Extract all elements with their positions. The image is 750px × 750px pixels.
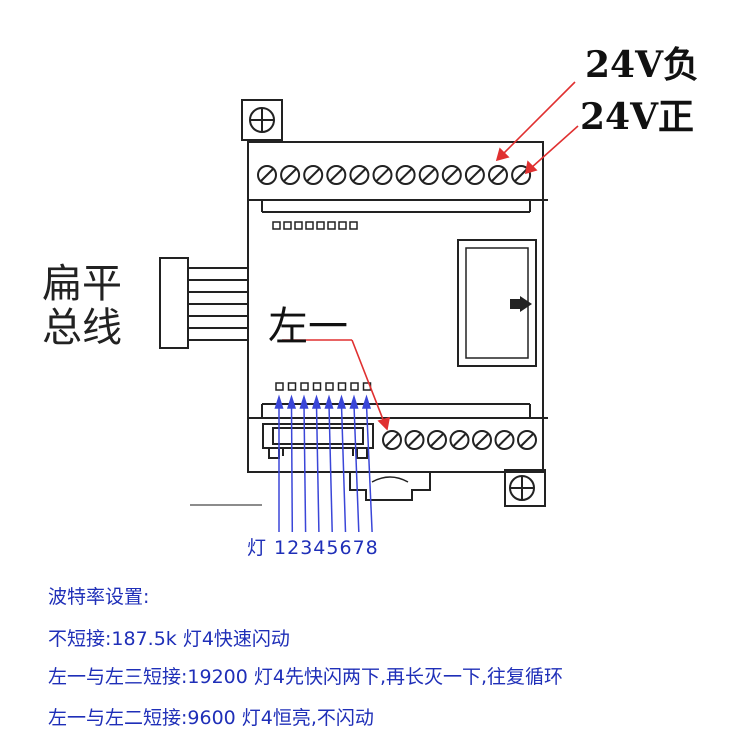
terminal-screw	[517, 430, 537, 450]
lamp-line	[340, 404, 347, 533]
lamp-line	[303, 404, 307, 533]
led	[338, 221, 347, 230]
lamp-line	[365, 404, 373, 533]
terminal-screw	[488, 165, 508, 185]
terminal-screw	[257, 165, 277, 185]
terminal-screw	[494, 430, 515, 450]
module-body	[247, 141, 544, 473]
terminal-screw	[303, 165, 324, 185]
led	[316, 221, 325, 230]
lamp-line-head	[324, 394, 334, 409]
note-line-1: 不短接:187.5k 灯4快速闪动	[48, 628, 290, 650]
lamp-line-head	[286, 394, 297, 409]
lamp-line	[290, 404, 294, 533]
label-24v-negative: 24V负	[585, 44, 700, 86]
led	[327, 221, 336, 230]
led	[349, 221, 358, 230]
led	[350, 382, 359, 391]
lamp-line	[315, 404, 320, 533]
terminal-screw	[280, 165, 301, 185]
mount-ear-top	[241, 99, 283, 141]
lamp-line-head	[274, 394, 284, 409]
led	[275, 382, 284, 391]
terminal-screw	[449, 430, 470, 450]
led	[300, 382, 309, 391]
top-terminal-block	[257, 165, 532, 185]
module-outline	[190, 99, 548, 507]
arrow-24v-positive	[530, 125, 579, 169]
top-led-row	[272, 221, 358, 230]
label-flat-bus-line2: 总线	[42, 305, 122, 351]
led	[272, 221, 281, 230]
terminal-screw	[472, 430, 492, 450]
arrow-24v-negative	[501, 81, 576, 156]
terminal-screw	[395, 165, 416, 185]
port-arrow-icon	[510, 296, 532, 312]
red-arrows	[282, 81, 579, 431]
note-heading: 波特率设置:	[48, 586, 150, 608]
lamp-line-head	[336, 394, 347, 409]
label-lamps: 灯 12345678	[247, 537, 379, 559]
flat-bus-connector	[159, 257, 248, 349]
arrow-24v-negative-head	[495, 147, 510, 162]
terminal-screw	[511, 165, 532, 185]
terminal-screw	[349, 165, 370, 185]
lamp-line	[353, 404, 360, 533]
led	[287, 382, 297, 391]
label-left-one: 左一	[268, 304, 348, 350]
bottom-terminal-block	[382, 430, 537, 450]
terminal-screw	[427, 430, 447, 450]
label-24v-positive: 24V正	[580, 96, 695, 138]
lamp-line-head	[361, 394, 372, 409]
led	[294, 221, 303, 230]
led	[305, 221, 314, 230]
arrow-left-one-d	[351, 339, 385, 423]
led	[337, 382, 347, 391]
led	[312, 382, 322, 391]
terminal-screw	[464, 165, 485, 185]
lamp-indicator-lines	[274, 394, 373, 533]
din-rail-clip	[349, 472, 431, 501]
note-line-2: 左一与左三短接:19200 灯4先快闪两下,再长灭一下,往复循环	[48, 666, 564, 688]
terminal-screw	[372, 165, 393, 185]
lamp-line-head	[349, 394, 359, 409]
label-flat-bus-line1: 扁平	[42, 261, 122, 307]
note-line-3: 左一与左二短接:9600 灯4恒亮,不闪动	[48, 707, 374, 729]
led	[325, 382, 334, 391]
lamp-line-head	[311, 394, 322, 409]
terminal-screw	[326, 165, 347, 185]
terminal-screw	[418, 165, 439, 185]
mount-ear-bottom	[504, 469, 546, 507]
lamp-line	[328, 404, 333, 533]
lamp-line-head	[299, 394, 309, 409]
terminal-screw	[441, 165, 462, 185]
arrow-24v-positive-head	[524, 160, 538, 175]
bottom-led-row	[275, 382, 372, 391]
terminal-screw	[382, 430, 402, 450]
expansion-port-window	[457, 239, 537, 367]
terminal-screw	[404, 430, 425, 450]
arrow-left-one-head	[377, 416, 391, 431]
led	[283, 221, 292, 230]
